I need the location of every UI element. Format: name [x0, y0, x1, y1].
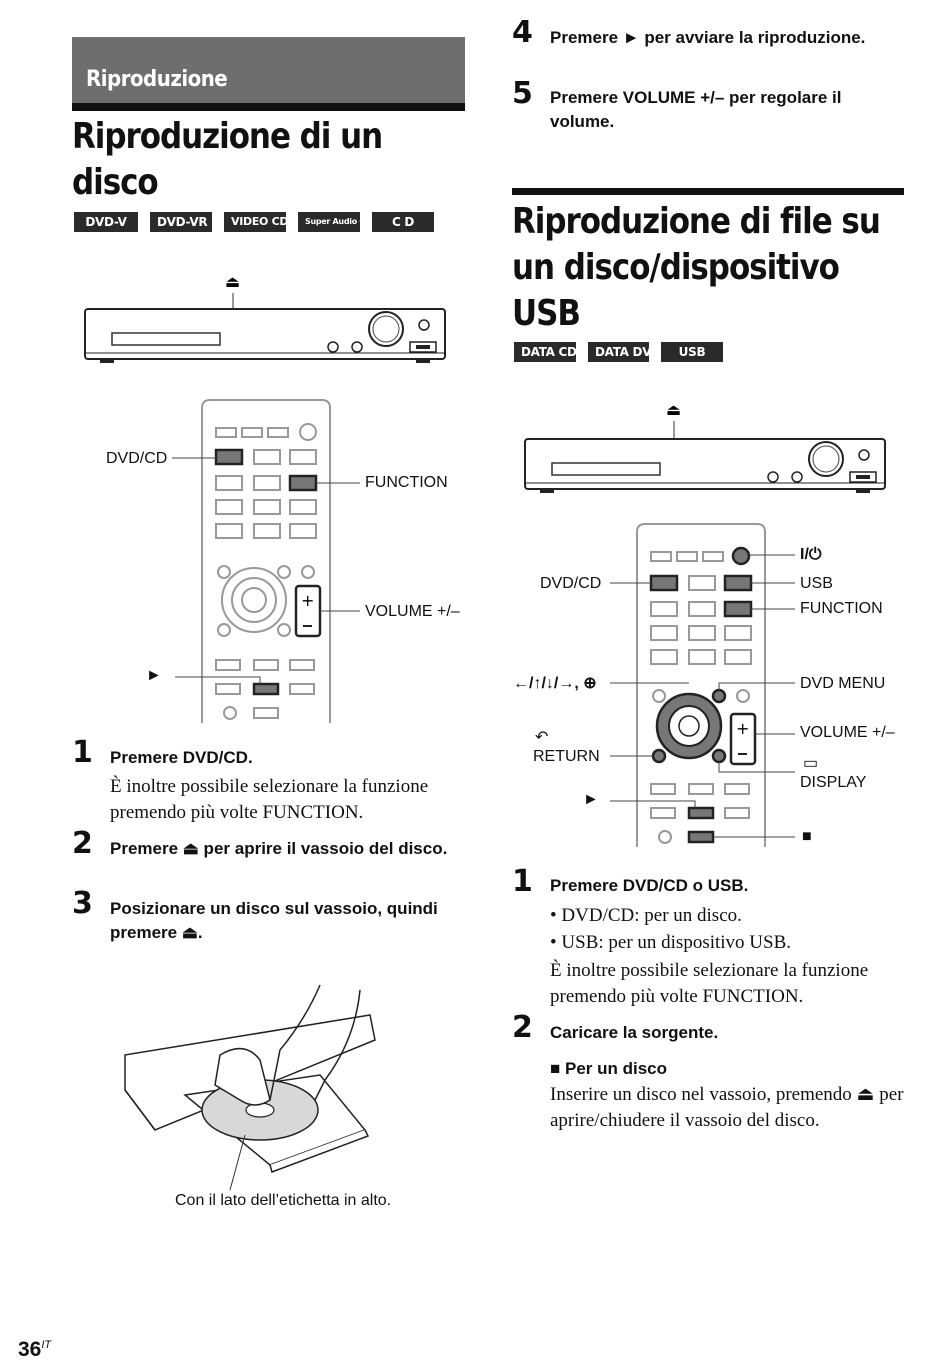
step-title: Premere ► per avviare la riproduzione. [550, 28, 866, 47]
step-number: 5 [512, 76, 533, 111]
step-number: 2 [72, 826, 93, 861]
format-badges-right: DATA CD DATA DVD USB [514, 342, 723, 362]
svg-text:+: + [301, 591, 314, 610]
remote-label-stop: ■ [802, 828, 812, 845]
section-rule [512, 188, 904, 195]
step-number: 1 [72, 735, 93, 770]
badge-data-dvd: DATA DVD [588, 342, 661, 362]
step-number: 3 [72, 886, 93, 921]
step-body: È inoltre possibile selezionare la funzi… [110, 776, 429, 823]
badge-usb: USB [661, 342, 723, 362]
sub-heading: ■ Per un disco [550, 1059, 668, 1078]
step-title: Premere VOLUME +/– per regolare il volum… [550, 88, 842, 131]
remote-label-dvdcd-right: DVD/CD [540, 575, 602, 592]
badge-dvd-vr: DVD-VR [150, 212, 212, 232]
disc-insertion-illustration [124, 984, 376, 1191]
step-title: Premere DVD/CD o USB. [550, 876, 749, 895]
page-number: 36IT [18, 1338, 52, 1361]
play-icon: ► [146, 667, 162, 684]
return-icon: ↶ [535, 729, 549, 746]
badge-cd: C D [372, 212, 434, 232]
remote-label-function-right: FUNCTION [800, 600, 883, 617]
badge-super-audio-cd: Super Audio CD [298, 212, 372, 232]
remote-label-usb: USB [800, 575, 833, 592]
page-title-right: Riproduzione di file su un disco/disposi… [512, 201, 881, 334]
format-badges-left: DVD-V DVD-VR VIDEO CD Super Audio CD C D [74, 212, 434, 232]
page-title-left: Riproduzione di un disco [72, 116, 383, 203]
remote-label-function-left: FUNCTION [365, 474, 448, 491]
remote-label-volume-left: VOLUME +/– [365, 603, 460, 620]
step-number: 1 [512, 864, 533, 899]
step-title: Premere DVD/CD. [110, 748, 253, 767]
badge-data-cd: DATA CD [514, 342, 577, 362]
remote-label-power: I/⏻ [800, 546, 822, 563]
step-title: Premere ⏏ per aprire il vassoio del disc… [110, 839, 448, 858]
remote-label-display: DISPLAY [800, 774, 867, 791]
section-tab-label: Riproduzione [86, 67, 228, 92]
sub-body: Inserire un disco nel vassoio, premendo … [550, 1084, 904, 1131]
badge-dvd-v: DVD-V [74, 212, 138, 232]
svg-text:+: + [736, 719, 749, 738]
display-icon: ▭ [803, 755, 819, 772]
play-icon: ► [583, 791, 599, 808]
remote-label-dvd-menu: DVD MENU [800, 675, 886, 692]
player-illustration-left: ⏏ [84, 272, 446, 363]
disc-caption: Con il lato dell’etichetta in alto. [175, 1192, 392, 1209]
step-body: È inoltre possibile selezionare la funzi… [550, 960, 869, 1007]
section-tab: Riproduzione [72, 37, 465, 111]
badge-video-cd: VIDEO CD [224, 212, 289, 232]
remote-illustration-right: + [610, 523, 795, 847]
remote-label-return: RETURN [533, 748, 600, 765]
remote-illustration-left: + [172, 399, 360, 723]
step-number: 2 [512, 1010, 533, 1045]
step-bullet: • DVD/CD: per un disco. [550, 905, 742, 926]
step-bullet: • USB: per un dispositivo USB. [550, 932, 792, 953]
remote-label-volume-right: VOLUME +/– [800, 724, 895, 741]
eject-icon: ⏏ [666, 400, 681, 419]
step-title: Caricare la sorgente. [550, 1023, 719, 1042]
remote-label-dvdcd-left: DVD/CD [106, 450, 168, 467]
step-title: Posizionare un disco sul vassoio, quindi… [110, 899, 438, 942]
player-illustration-right: ⏏ [524, 400, 886, 493]
step-number: 4 [512, 15, 533, 50]
eject-icon: ⏏ [225, 272, 240, 291]
remote-label-arrows: ←/↑/↓/→, ⊕ [513, 675, 597, 692]
